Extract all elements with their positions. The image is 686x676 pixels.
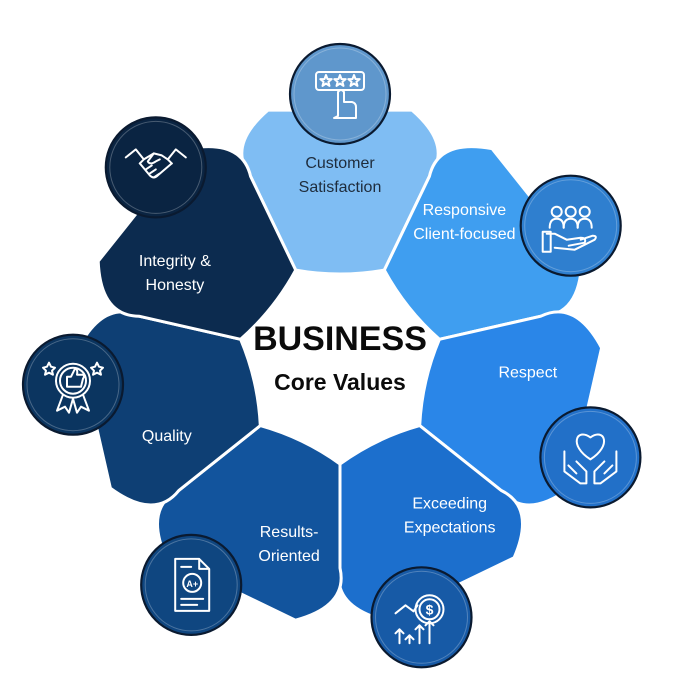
svg-text:A+: A+ <box>186 579 198 589</box>
label-exceeding-expectations-line-2: Expectations <box>404 520 496 537</box>
center-subtitle: Core Values <box>274 369 406 395</box>
graded-document-icon: A+ <box>140 533 243 637</box>
svg-text:$: $ <box>426 601 434 617</box>
heart-hands-icon <box>539 406 642 509</box>
growth-chart-coin-icon: $ <box>370 566 473 669</box>
label-integrity-honesty-line-1: Integrity & <box>139 253 211 270</box>
label-customer-satisfaction-line-2: Satisfaction <box>299 179 382 196</box>
petal-customer-satisfaction <box>240 108 440 276</box>
label-customer-satisfaction-line-1: Customer <box>305 155 375 172</box>
label-responsive-client-focused-line-2: Client-focused <box>413 226 515 243</box>
label-integrity-honesty-line-2: Honesty <box>146 277 205 294</box>
quality-badge-icon <box>21 333 125 436</box>
petal-exceeding-expectations <box>337 423 525 622</box>
handshake-icon <box>104 116 207 219</box>
petal-integrity-honesty <box>96 145 298 341</box>
petal-quality <box>76 310 262 507</box>
label-exceeding-expectations-line-1: Exceeding <box>412 496 487 513</box>
center-title: BUSINESS <box>253 320 427 358</box>
label-results-oriented-line-1: Results- <box>260 524 319 541</box>
client-group-hand-icon <box>519 174 622 277</box>
label-responsive-client-focused-line-1: Responsive <box>423 202 507 219</box>
label-quality-line-1: Quality <box>142 428 192 445</box>
label-respect-line-1: Respect <box>498 364 557 381</box>
label-results-oriented-line-2: Oriented <box>258 548 319 565</box>
rating-stars-hand-icon <box>288 42 392 146</box>
center-hub: BUSINESS Core Values <box>253 320 427 395</box>
petal-responsive-client-focused <box>382 145 584 341</box>
